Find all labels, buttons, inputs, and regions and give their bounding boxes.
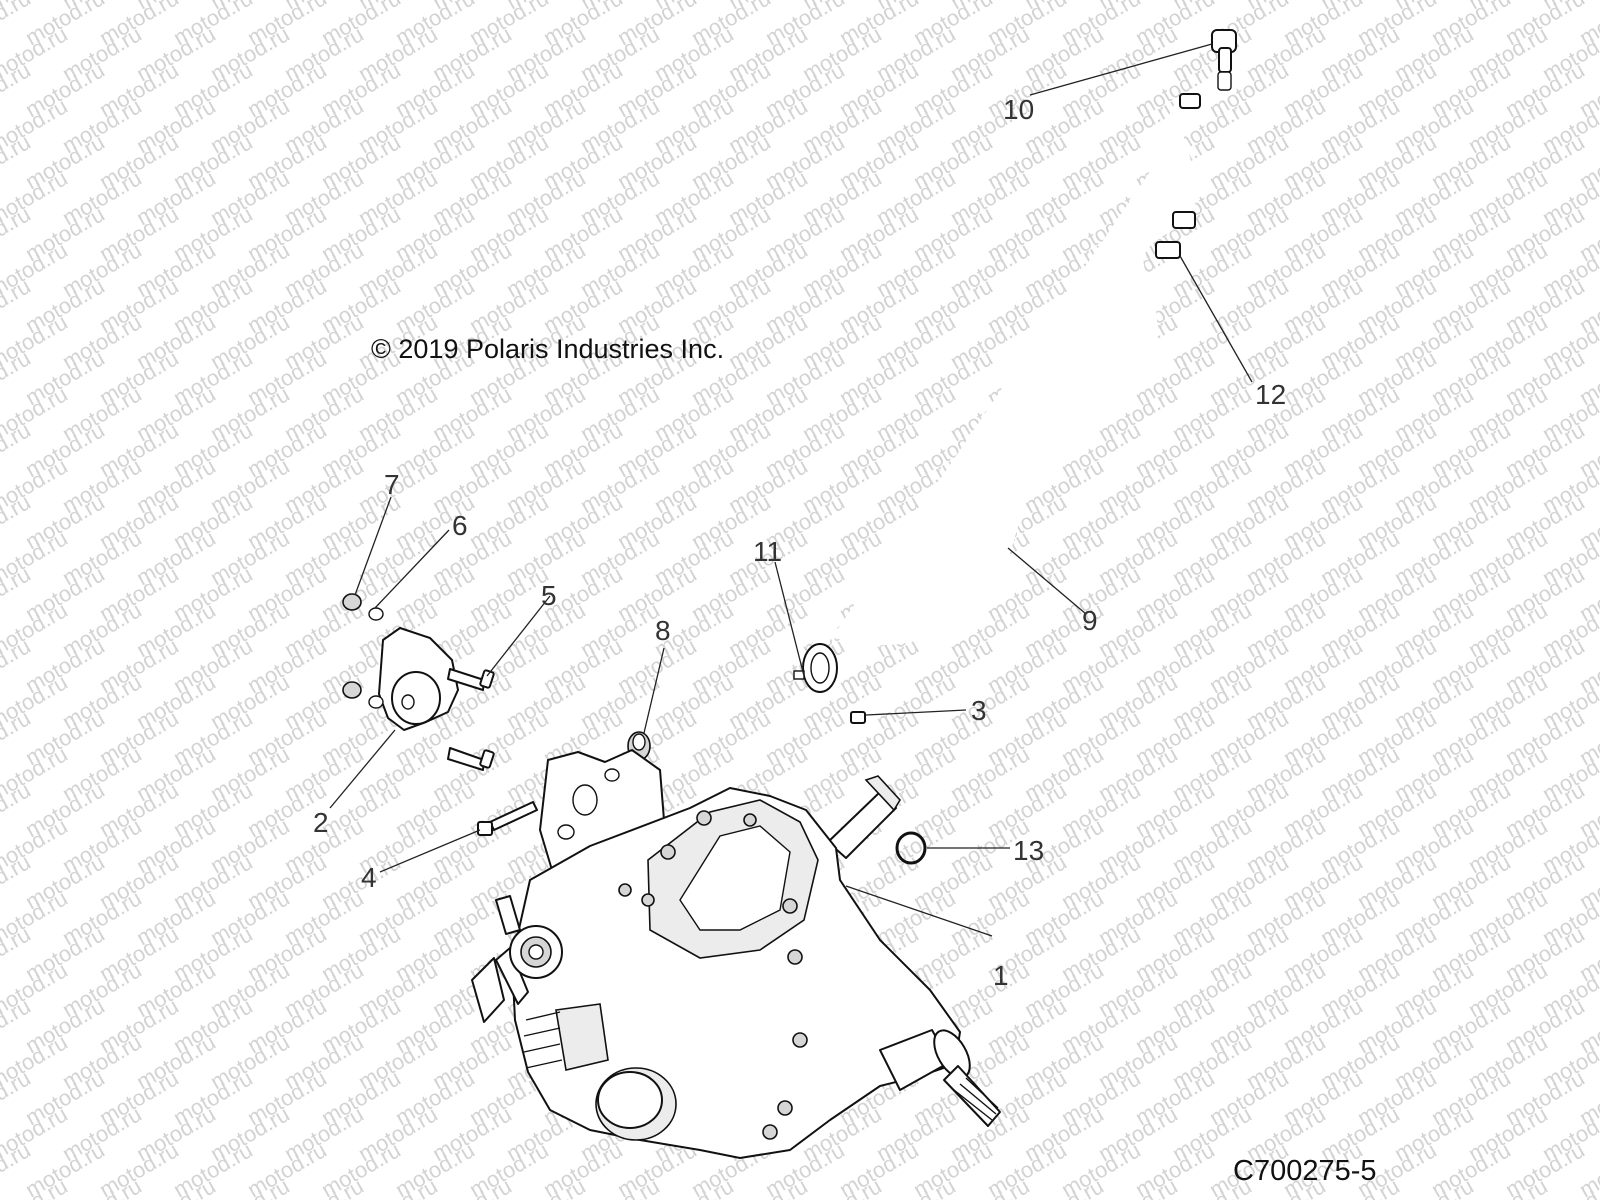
callout-6: 6 [452, 510, 468, 541]
callout-9: 9 [1082, 605, 1098, 636]
callout-3: 3 [971, 695, 987, 726]
callout-7: 7 [384, 469, 400, 500]
copyright-notice: © 2019 Polaris Industries Inc. [371, 334, 725, 364]
hose-clamp-small [850, 711, 866, 724]
diagram-part-code: C700275-5 [1233, 1155, 1377, 1187]
callout-10: 10 [1003, 94, 1034, 125]
callout-2: 2 [313, 807, 329, 838]
callout-11-12: 12 [1255, 379, 1286, 410]
callout-13: 13 [1013, 835, 1044, 866]
callout-1: 1 [993, 960, 1009, 991]
callout-4: 4 [361, 862, 377, 893]
callout-8: 8 [655, 615, 671, 646]
callout-11: 11 [753, 536, 782, 567]
transmission-housing [471, 749, 1001, 1159]
callout-5: 5 [541, 580, 557, 611]
